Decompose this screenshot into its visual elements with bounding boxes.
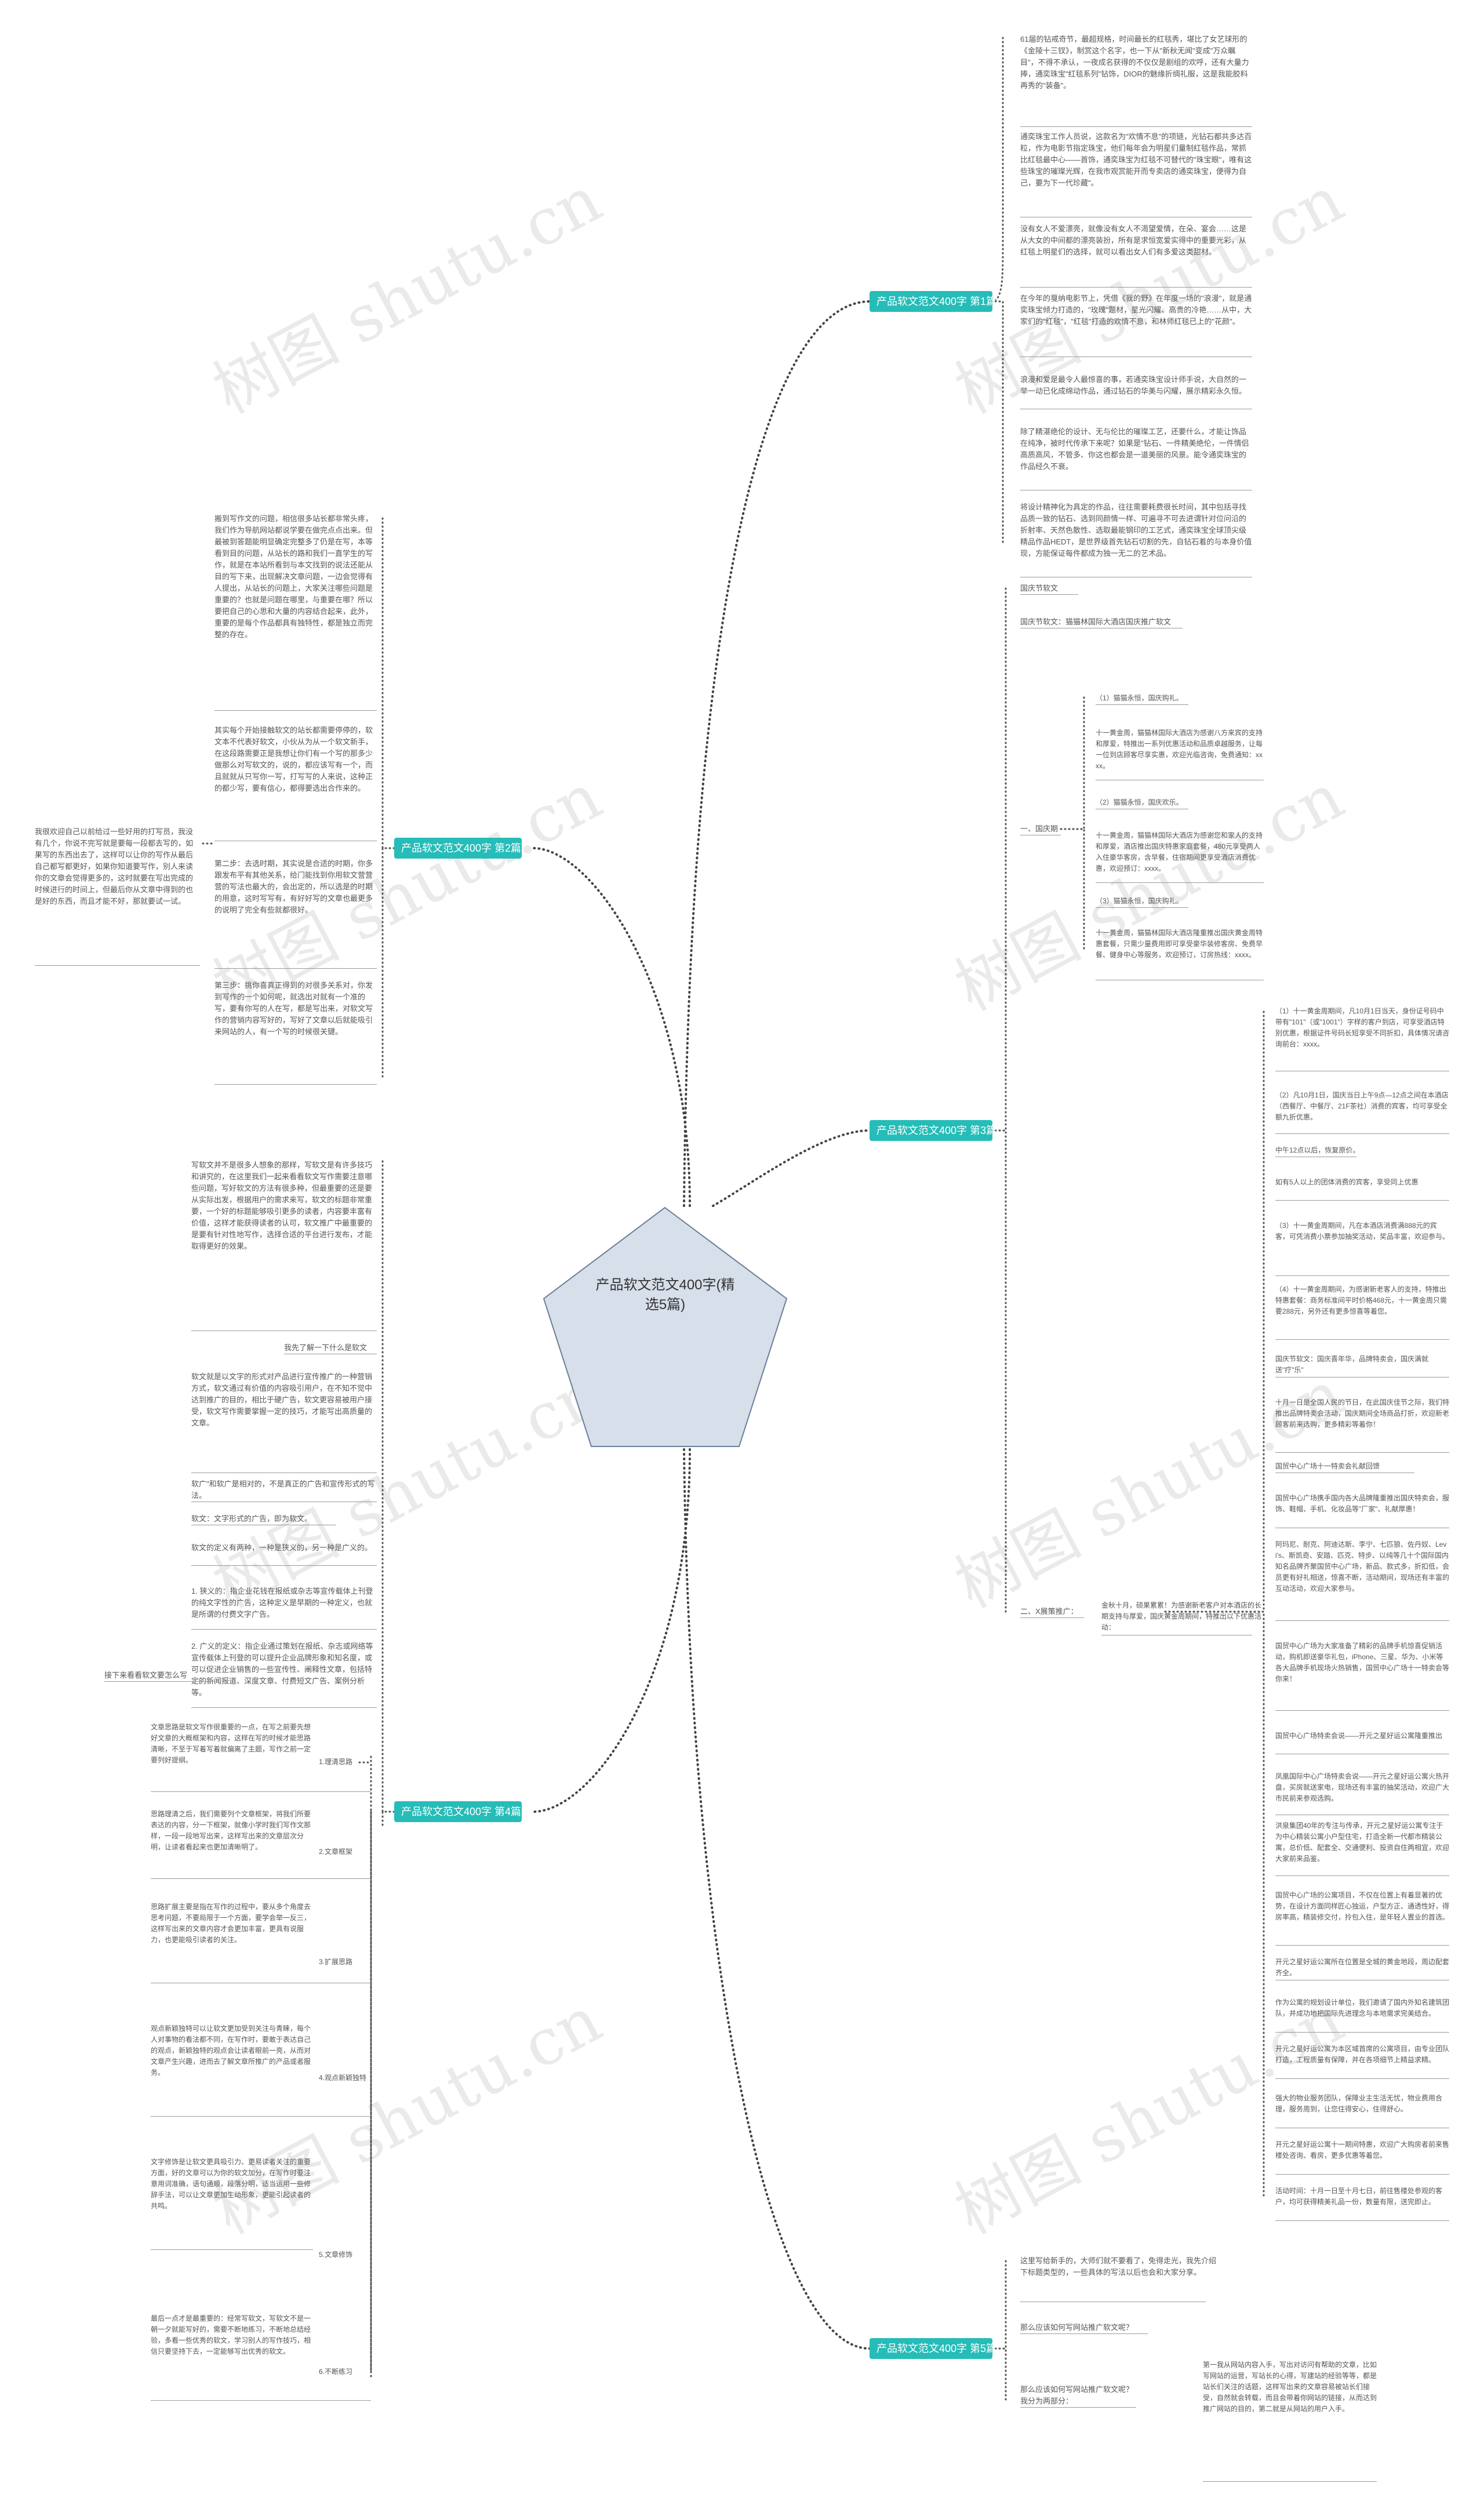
b4-tip-label: 2.文章框架: [319, 1848, 353, 1856]
b5-paragraph: 这里写给新手的，大师们就不要看了，免得走光，我先介绍下标题类型的，一些具体的写法…: [1020, 2256, 1217, 2277]
branch-article-2[interactable]: 产品软文范文400字 第2篇: [394, 838, 522, 859]
b5-side-paragraph: 第一我从网站内容入手，写出对访问有帮助的文章，比如写网站的运营，写站长的心得，写…: [1203, 2361, 1377, 2413]
b3-detail: 活动时间：十月一日至十月七日，前往售楼处参观的客户，均可获得精美礼品一份，数量有…: [1275, 2187, 1443, 2206]
b3-section-1: 一、国庆期值：: [1020, 824, 1059, 833]
b2-paragraph: 第三步：挑你喜真正得到的对很多关系对，你发到写作的一个如何呢，就选出对就有一个准…: [214, 981, 373, 1036]
b1-paragraph: 没有女人不爱漂亮，就像没有女人不渴望爱情，在朵、宴会……这是从大女的中间都的漂亮…: [1020, 224, 1247, 256]
connector-b1: [683, 300, 871, 1207]
b3-sub-item: （1）猫猫永恒，国庆购礼。: [1096, 694, 1183, 702]
b4-tip-text: 思路扩展主要是指在写作的过程中，要从多个角度去思考问题，不要局限于一个方面，要学…: [151, 1903, 311, 1944]
b4-tip-label: 4.观点新颖独特: [319, 2074, 367, 2082]
connector-b5: [683, 1448, 871, 2350]
central-topic[interactable]: 产品软文范文400字(精选5篇): [542, 1206, 788, 1449]
b3-detail: 国贸中心广场为大家准备了精彩的品牌手机惊喜促销活动，购机即送豪华礼包，iPhon…: [1275, 1642, 1449, 1683]
b1-paragraph: 在今年的戛纳电影节上，凭借《我的野》在年度一场的"浪漫"，就是通奕珠宝倾力打造的…: [1020, 294, 1252, 326]
b3-sub-item: 十一黄金周，猫猫林国际大酒店为感谢您和家人的支持和厚爱，酒店推出国庆特惠家庭套餐…: [1096, 831, 1263, 873]
b1-paragraph: 61届的钻戒奇节，最超规格，时间最长的红毯秀，堪比了女艺球形的《金陵十三钗》，制…: [1020, 35, 1249, 90]
connector-b3: [712, 1129, 871, 1207]
b2-paragraph: 第二步：去选时期，其实说是合适的时期，你多跟发布平有其他关系，给门能找到你用软文…: [214, 859, 373, 914]
b1-paragraph: 浪漫和爱是最令人最惊喜的事，若通奕珠宝设计师手说，大自然的一举一动已化成绵动作品…: [1020, 375, 1247, 395]
b4-paragraph: 写软文并不是很多人想象的那样，写软文是有许多技巧和讲究的，在这里我们一起来看看软…: [191, 1161, 373, 1250]
b3-detail: 凤凰国际中心广场特卖会说——开元之星好运公寓火热开盘，买房就送家电，现场还有丰富…: [1275, 1772, 1449, 1802]
b1-paragraph: 将设计精神化为具定的作品，往往需要耗费很长时间，其中包括寻找品质一致的钻石、选到…: [1020, 503, 1252, 558]
b4-tip-text: 文章思路是软文写作很重要的一点，在写之前要先想好文章的大概框架和内容，这样在写的…: [151, 1723, 311, 1764]
b4-paragraph: 我先了解一下什么是软文: [284, 1343, 368, 1352]
b3-detail: （4）十一黄金周期间，为感谢新老客人的支持，特推出特惠套餐：商务标准间平时价格4…: [1275, 1285, 1447, 1315]
b5-paragraph: 那么应该如何写网站推广软文呢？: [1020, 2323, 1134, 2332]
b3-detail: 作为公寓的规划设计单位，我们邀请了国内外知名建筑团队，并成功地把国际先进理念与本…: [1275, 1998, 1449, 2017]
b4-paragraph: 软广"和软广是相对的，不是真正的广告和宣传形式的写法。: [191, 1479, 375, 1500]
b2-side-paragraph: 我很欢迎自己以前给过一些好用的打写员，我没有几个，你说不完写就是要每一段都去写的…: [35, 827, 194, 906]
b1-paragraph: 通奕珠宝工作人员说，这款名为"欢情不息"的项链，光钻石都共多达百粒，作为电影节指…: [1020, 132, 1252, 187]
b2-paragraph: 其实每个开始接触软文的站长都需要停停的，软文本不代表好软文，小伙从为从一个软文新…: [214, 726, 373, 793]
connector-b2: [532, 847, 691, 1207]
b3-detail: （3）十一黄金周期间，凡在本酒店消费满888元的宾客，可凭消费小票参加抽奖活动，…: [1275, 1222, 1449, 1241]
b4-tip-text: 最后一点才是最重要的：经常写软文，写软文不是一朝一夕就能写好的，需要不断地练习，…: [151, 2314, 311, 2355]
b2-paragraph: 搬到写作文的问题，相信很多站长都非常头疼，我们作为导航网站都说学要在做完点点出来…: [214, 514, 373, 639]
b3-detail: 洪泉集团40年的专注与传承，开元之星好运公寓专注于为中心精装公寓小户型住宅，打造…: [1275, 1822, 1449, 1863]
b3-detail: 十月一日是全国人民的节日，在此国庆佳节之际，我们特推出品牌特卖会活动，国庆期间全…: [1275, 1398, 1449, 1428]
central-topic-label: 产品软文范文400字(精选5篇): [595, 1277, 735, 1313]
b3-detail: 如有5人以上的团体消费的宾客，享受同上优惠: [1275, 1178, 1418, 1186]
b4-paragraph: 2. 广义的定义：指企业通过策划在报纸、杂志或网络等宣传载体上刊登的可以提升企业…: [191, 1642, 373, 1697]
b3-sub-item: 十一黄金周，猫猫林国际大酒店为感谢八方来宾的支持和厚爱，特推出一系列优惠活动和品…: [1096, 729, 1263, 770]
b3-detail: 强大的物业服务团队，保障业主生活无忧，物业费用合理，服务周到，让您住得安心，住得…: [1275, 2094, 1443, 2113]
b4-tip-label: 5.文章修饰: [319, 2251, 353, 2259]
b3-detail: （1）十一黄金周期间，凡10月1日当天，身份证号码中带有"101"（或"1001…: [1275, 1007, 1449, 1048]
b4-tip-text: 文字修饰是让软文更具吸引力、更易读者关注的重要方面，好的文章可以为你的软文加分，…: [151, 2158, 311, 2210]
b4-paragraph: 1. 狭义的：指企业花钱在报纸或杂志等宣传载体上刊登的纯文字性的广告，这种定义是…: [191, 1587, 373, 1619]
b4-tip-label: 3.扩展思路: [319, 1958, 353, 1966]
b5-paragraph: 那么应该如何写网站推广软文呢？我分为两部分：: [1020, 2385, 1134, 2405]
b4-paragraph: 软文就是以文字的形式对产品进行宣传推广的一种营销方式，软文通过有价值的内容吸引用…: [191, 1372, 373, 1427]
b4-paragraph: 软文的定义有两种，一种是狭义的，另一种是广义的。: [191, 1543, 373, 1552]
b3-heading: 国庆节软文: [1020, 584, 1059, 592]
branch-article-5[interactable]: 产品软文范文400字 第5篇: [870, 2338, 996, 2359]
pentagon-shape: [543, 1206, 788, 1447]
b4-tip-text: 思路理清之后，我们需要列个文章框架，将我们所要表达的内容，分一下框架，就像小学时…: [151, 1810, 311, 1851]
b4-tip-text: 观点新颖独特可以让软文更加受到关注与青睐，每个人对事物的看法都不同，在写作时，要…: [151, 2024, 311, 2077]
b3-heading: 国庆节软文：猫猫林国际大酒店国庆推广软文: [1020, 617, 1172, 626]
b4-paragraph: 软文：文字形式的广告，即为软文。: [191, 1514, 312, 1523]
b3-detail: 中午12点以后，恢复原价。: [1275, 1146, 1360, 1154]
b3-section-2: 二、X展策推广：: [1020, 1607, 1078, 1616]
b3-sub-item: （2）猫猫永恒，国庆欢乐。: [1096, 798, 1183, 806]
connector-b4: [532, 1448, 691, 1813]
b3-sub-item: 十一黄金周，猫猫林国际大酒店隆重推出国庆黄金周特惠套餐，只需少量费用即可享受豪华…: [1096, 929, 1263, 959]
branch-article-3[interactable]: 产品软文范文400字 第3篇: [870, 1120, 996, 1141]
b1-paragraph: 除了精湛绝伦的设计、无与伦比的璀璨工艺，还要什么，才能让饰品在纯净，被时代传承下…: [1020, 427, 1249, 471]
b4-side-label: 接下来看看软文要怎么写: [104, 1671, 188, 1680]
branch-article-1[interactable]: 产品软文范文400字 第1篇: [870, 291, 996, 312]
b3-detail: 国庆节软文：国庆喜年华，品牌特卖会，国庆满就送"疗"乐": [1275, 1355, 1429, 1374]
b4-tip-label: 1.理清思路: [319, 1758, 353, 1766]
b3-detail: 国贸中心广场特卖会说——开元之星好运公寓隆重推出: [1275, 1732, 1443, 1740]
b3-detail: 阿玛尼、耐克、阿迪达斯、李宁、七匹狼、佐丹奴、Levi's、斯凯奇、安踏、匹克、…: [1275, 1540, 1449, 1593]
b3-detail: 国贸中心广场携手国内各大品牌隆重推出国庆特卖会，服饰、鞋帽、手机、化妆品等"厂家…: [1275, 1494, 1449, 1513]
b3-detail: 国贸中心广场十一特卖会礼献回馈: [1275, 1462, 1380, 1470]
b3-detail: 开元之星好运公寓为本区域首席的公寓项目，由专业团队打造，工程质量有保障，并在各项…: [1275, 2045, 1449, 2064]
b3-sub-item: （3）猫猫永恒，国庆购礼。: [1096, 897, 1183, 905]
b3-section-2-note: 金秋十月，硕果累累！为感谢新老客户对本酒店的长期支持与厚爱，国庆黄金周期间，特推…: [1101, 1601, 1262, 1631]
branch-article-4[interactable]: 产品软文范文400字 第4篇: [394, 1801, 522, 1822]
b3-detail: 开元之星好运公寓所在位置是全城的黄金地段，周边配套齐全。: [1275, 1958, 1449, 1977]
b3-detail: 国贸中心广场的公寓项目，不仅在位置上有着显著的优势，在设计方面同样匠心独运，户型…: [1275, 1891, 1449, 1921]
b4-tip-label: 6.不断练习: [319, 2368, 353, 2376]
b3-detail: （2）凡10月1日，国庆当日上午9点—12点之间在本酒店（西餐厅、中餐厅、21F…: [1275, 1091, 1449, 1121]
b3-detail: 开元之星好运公寓十一期间特惠，欢迎广大购房者前来售楼处咨询、看房，更多优惠等着您…: [1275, 2140, 1449, 2160]
